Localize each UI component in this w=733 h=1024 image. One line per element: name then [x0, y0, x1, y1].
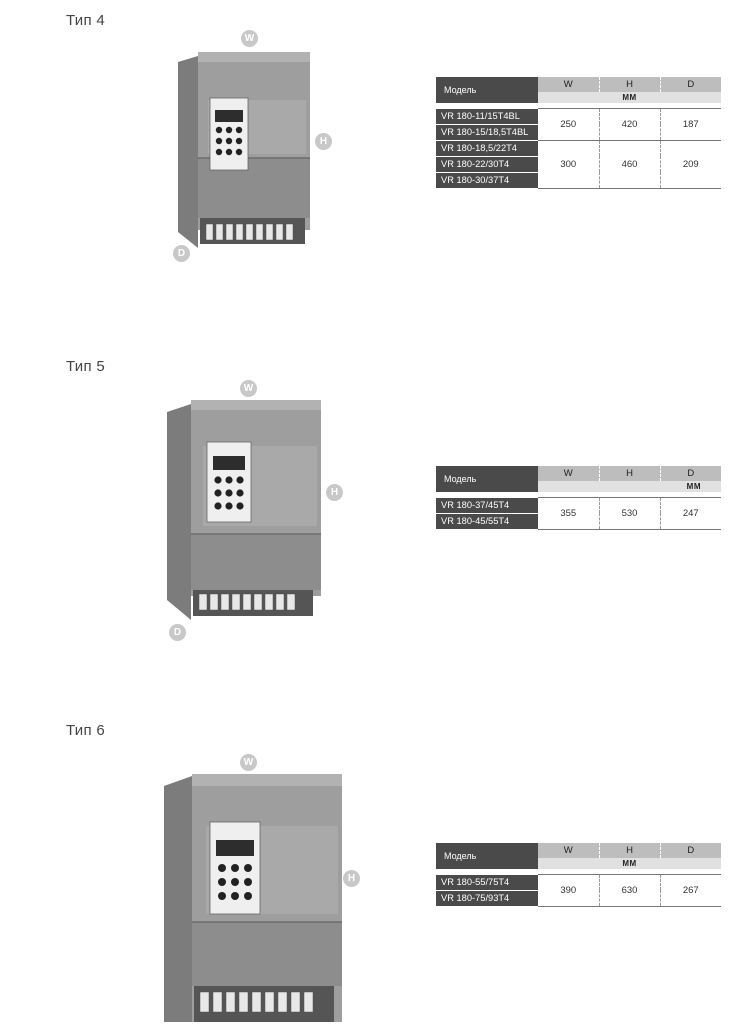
section-type-5: Тип 5 W H D Модель W H D — [0, 358, 733, 648]
depth-badge: D — [173, 245, 190, 262]
spec-table-type-5: Модель W H D ММ VR 180-37/45T4 355 530 2… — [436, 466, 721, 530]
section-type-6: Тип 6 W H Модель W H D — [0, 722, 733, 1024]
value-d: 267 — [659, 874, 721, 907]
value-h: 530 — [598, 497, 660, 530]
col-d: D — [659, 843, 721, 858]
spec-table-type-4: Модель W H D ММ VR 180-11/15T4BL 250 420… — [436, 77, 721, 189]
inverter-drawing-type-6 — [164, 774, 342, 1022]
depth-badge: D — [169, 624, 186, 641]
model-header: Модель — [436, 466, 538, 492]
section-title: Тип 4 — [66, 12, 106, 29]
unit-label: ММ — [538, 92, 721, 103]
model-name: VR 180-37/45T4 — [436, 497, 538, 514]
value-d: 187 — [659, 108, 721, 141]
col-w: W — [538, 466, 599, 481]
col-w: W — [538, 843, 599, 858]
section-title: Тип 5 — [66, 358, 106, 375]
width-badge: W — [241, 30, 258, 47]
col-d: D — [659, 77, 721, 92]
spec-table-type-6: Модель W H D ММ VR 180-55/75T4 390 630 2… — [436, 843, 721, 907]
section-type-4: Тип 4 W H D Модель W H D — [0, 12, 733, 262]
unit-label: ММ — [538, 858, 721, 869]
value-w: 300 — [538, 140, 599, 189]
inverter-drawing-type-5 — [167, 400, 321, 620]
width-badge: W — [240, 754, 257, 771]
value-h: 420 — [598, 108, 660, 141]
value-d: 247 — [659, 497, 721, 530]
model-name: VR 180-30/37T4 — [436, 172, 538, 189]
width-badge: W — [240, 380, 257, 397]
value-w: 390 — [538, 874, 599, 907]
model-name: VR 180-45/55T4 — [436, 513, 538, 530]
value-w: 250 — [538, 108, 599, 141]
value-d: 209 — [659, 140, 721, 189]
section-title: Тип 6 — [66, 722, 106, 739]
value-w: 355 — [538, 497, 599, 530]
col-d: D — [659, 466, 721, 481]
height-badge: H — [343, 870, 360, 887]
model-name: VR 180-18,5/22T4 — [436, 140, 538, 157]
col-h: H — [598, 466, 660, 481]
height-badge: H — [326, 484, 343, 501]
model-header: Модель — [436, 77, 538, 103]
unit-label: ММ — [538, 481, 721, 492]
col-h: H — [598, 843, 660, 858]
model-name: VR 180-15/18,5T4BL — [436, 124, 538, 141]
col-h: H — [598, 77, 660, 92]
model-name: VR 180-75/93T4 — [436, 890, 538, 907]
value-h: 460 — [598, 140, 660, 189]
model-name: VR 180-55/75T4 — [436, 874, 538, 891]
inverter-drawing-type-4 — [178, 52, 310, 248]
model-name: VR 180-22/30T4 — [436, 156, 538, 173]
model-name: VR 180-11/15T4BL — [436, 108, 538, 125]
height-badge: H — [315, 133, 332, 150]
model-header: Модель — [436, 843, 538, 869]
col-w: W — [538, 77, 599, 92]
value-h: 630 — [598, 874, 660, 907]
